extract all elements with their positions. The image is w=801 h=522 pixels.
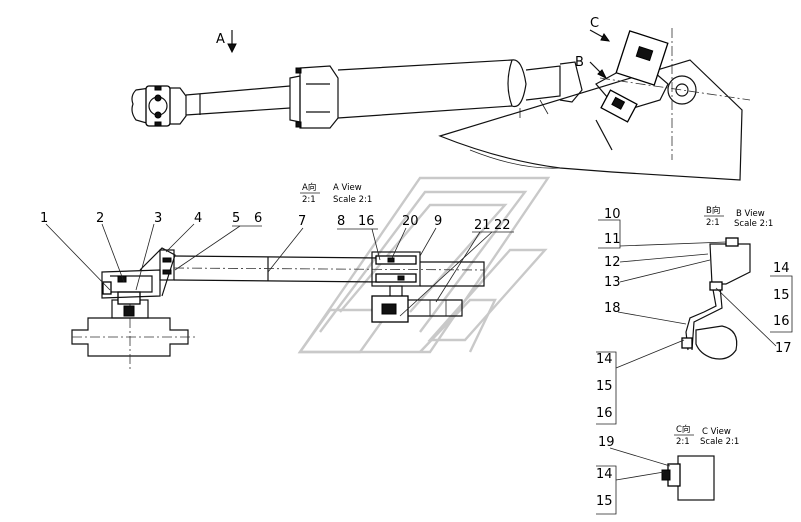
callout-12: 12 <box>604 255 621 270</box>
view-c-drawing <box>661 455 715 501</box>
view-a-title-en: A View <box>333 183 362 193</box>
callout-19: 19 <box>598 435 615 450</box>
callout-18: 18 <box>604 301 621 316</box>
frame-bracket <box>438 28 751 181</box>
view-c-title-cn: C向 <box>676 424 690 435</box>
view-a-title: A向 2:1 A View Scale 2:1 <box>300 182 372 205</box>
callout-9: 9 <box>434 214 442 229</box>
view-c-scale-en: Scale 2:1 <box>700 437 739 447</box>
callout-3: 3 <box>154 211 162 226</box>
callout-14c: 14 <box>596 467 613 482</box>
view-b-scale-ratio: 2:1 <box>706 218 720 228</box>
view-c-title-en: C View <box>702 427 731 437</box>
view-marker-a: A <box>216 32 225 47</box>
view-a-title-cn: A向 <box>302 182 316 193</box>
main-cylinder-assembly <box>131 59 583 129</box>
view-a-callouts: 1 2 3 4 5 6 7 8 16 20 9 21 22 <box>40 211 514 317</box>
callout-1: 1 <box>40 211 48 226</box>
callout-15b: 15 <box>596 379 613 394</box>
view-arrow-a: A <box>216 30 237 54</box>
callout-16a: 16 <box>358 214 375 229</box>
callout-13: 13 <box>604 275 621 290</box>
callout-10: 10 <box>604 207 621 222</box>
callout-22: 22 <box>494 218 511 233</box>
view-marker-b: B <box>575 55 584 70</box>
view-a-scale-en: Scale 2:1 <box>333 195 372 205</box>
callout-11: 11 <box>604 232 621 247</box>
callout-21: 21 <box>474 218 491 233</box>
view-marker-c: C <box>590 16 599 31</box>
view-b-callouts: 10 11 12 13 14 15 16 17 18 14 15 16 <box>596 207 793 425</box>
view-a-drawing <box>71 247 485 372</box>
callout-15a: 15 <box>773 288 790 303</box>
callout-2: 2 <box>96 211 104 226</box>
callout-17: 17 <box>775 341 792 356</box>
callout-4: 4 <box>194 211 202 226</box>
callout-15c: 15 <box>596 494 613 509</box>
view-b-title: B向 2:1 B View Scale 2:1 <box>704 205 773 229</box>
view-arrow-b: B <box>575 55 608 80</box>
callout-20: 20 <box>402 214 419 229</box>
view-b-drawing <box>681 237 751 360</box>
view-b-scale-en: Scale 2:1 <box>734 219 773 229</box>
view-c-scale-ratio: 2:1 <box>676 437 690 447</box>
callout-14a: 14 <box>773 261 790 276</box>
view-b-title-cn: B向 <box>706 205 720 216</box>
view-arrow-c: C <box>589 16 611 42</box>
view-a-scale-ratio: 2:1 <box>302 195 316 205</box>
callout-8: 8 <box>337 214 345 229</box>
callout-7: 7 <box>298 214 306 229</box>
callout-14b: 14 <box>596 352 613 367</box>
view-b-title-en: B View <box>736 209 765 219</box>
callout-5: 5 <box>232 211 240 226</box>
callout-6: 6 <box>254 211 262 226</box>
callout-16b: 16 <box>773 314 790 329</box>
view-c-title: C向 2:1 C View Scale 2:1 <box>674 424 739 447</box>
view-c-callouts: 19 14 15 <box>596 435 671 515</box>
callout-16c: 16 <box>596 406 613 421</box>
